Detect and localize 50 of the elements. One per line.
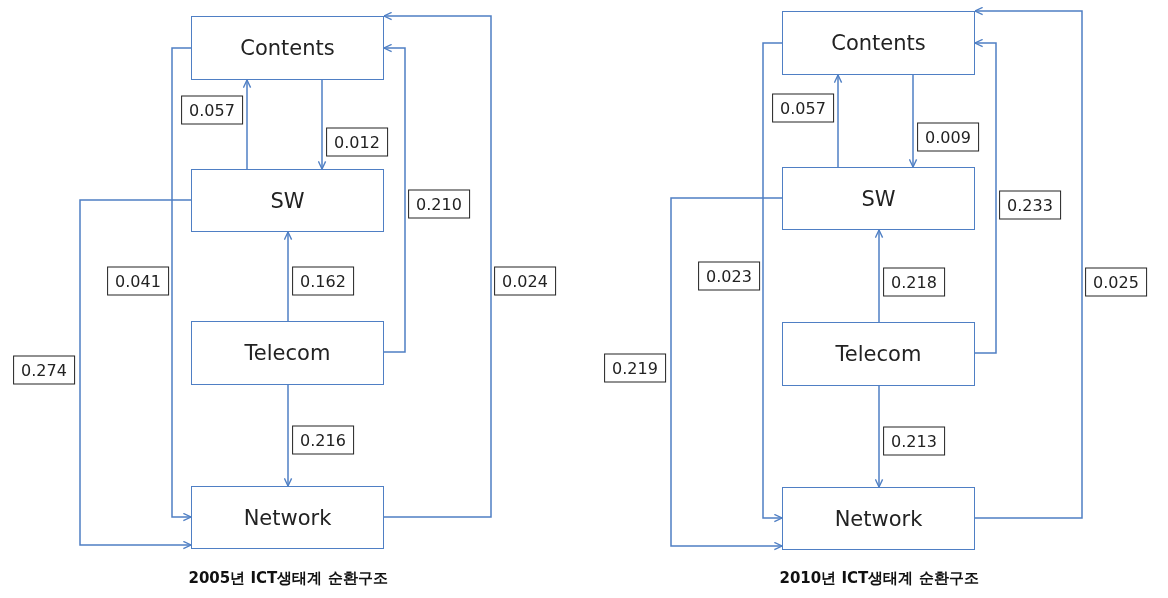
- node-label: Network: [834, 506, 923, 531]
- edge-label: 0.216: [292, 425, 354, 455]
- arrow: [171, 47, 192, 522]
- node-label: SW: [861, 186, 896, 211]
- edge-label: 0.210: [408, 189, 470, 219]
- edge-label: 0.219: [604, 353, 666, 383]
- process-box: [782, 11, 975, 75]
- edge-label: 0.041: [107, 266, 169, 296]
- caption: 2010년 ICT생태계 순환구조: [779, 569, 979, 588]
- arrow: [383, 43, 406, 353]
- process-box: [782, 322, 975, 386]
- arrow: [908, 74, 918, 168]
- arrow: [283, 384, 293, 487]
- process-box: [191, 321, 384, 385]
- arrow: [242, 79, 252, 170]
- arrow: [833, 74, 843, 168]
- process-box: [191, 16, 384, 80]
- arrow: [317, 79, 327, 170]
- node-label: Contents: [831, 31, 926, 55]
- node-label: Network: [243, 505, 332, 530]
- node-label: Telecom: [244, 341, 331, 365]
- arrow: [974, 38, 997, 354]
- edge-label: 0.233: [999, 190, 1061, 220]
- node-label: Telecom: [835, 342, 922, 366]
- edge-label: 0.025: [1085, 267, 1147, 297]
- edge-label: 0.012: [326, 127, 388, 157]
- arrow: [383, 11, 492, 518]
- node-label: SW: [270, 188, 305, 213]
- edge-label: 0.057: [772, 93, 834, 123]
- edge-label: 0.162: [292, 266, 354, 296]
- process-box: [782, 487, 975, 550]
- edge-label: 0.213: [883, 426, 945, 456]
- arrow: [874, 385, 884, 488]
- process-box: [191, 169, 384, 232]
- arrow: [874, 229, 884, 323]
- arrow: [79, 199, 192, 550]
- arrow: [762, 42, 783, 523]
- arrow: [283, 231, 293, 322]
- node-label: Contents: [240, 36, 335, 60]
- process-box: [191, 486, 384, 549]
- edge-label: 0.274: [13, 355, 75, 385]
- arrow: [974, 6, 1083, 519]
- edge-label: 0.009: [917, 122, 979, 152]
- edge-label: 0.057: [181, 95, 243, 125]
- arrow: [670, 197, 783, 551]
- edge-label: 0.218: [883, 267, 945, 297]
- caption: 2005년 ICT생태계 순환구조: [188, 569, 388, 588]
- edge-label: 0.024: [494, 266, 556, 296]
- process-box: [782, 167, 975, 230]
- edge-label: 0.023: [698, 261, 760, 291]
